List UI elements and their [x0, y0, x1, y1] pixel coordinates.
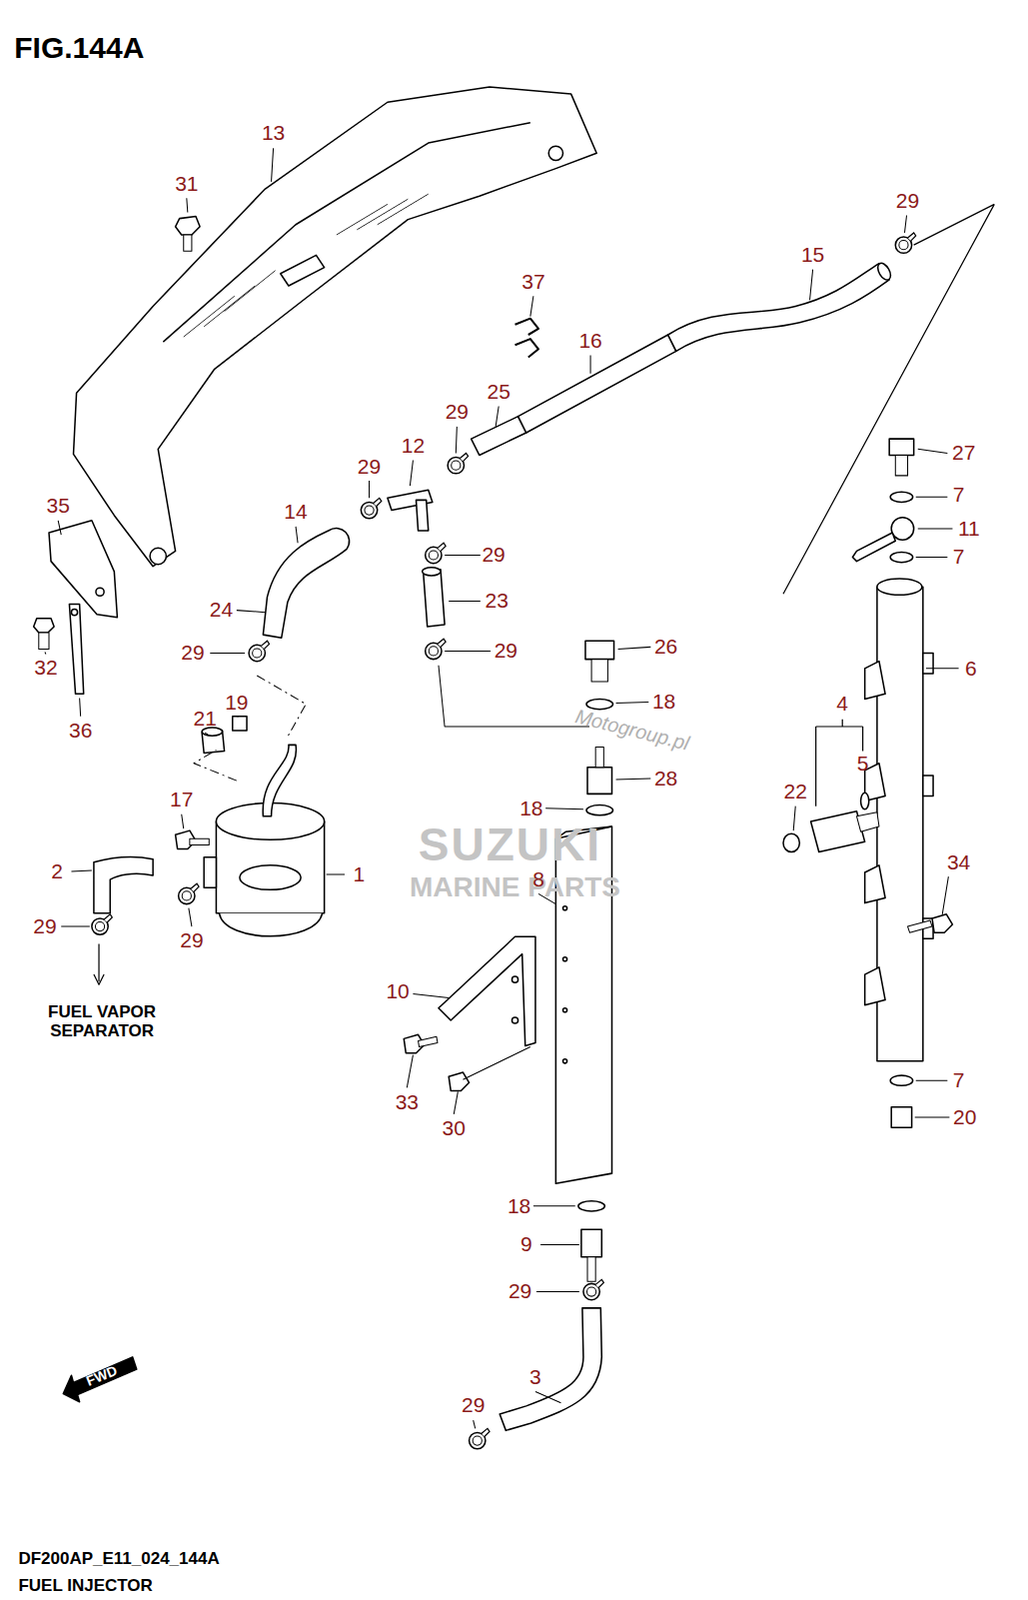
- callout-number: 7: [953, 545, 966, 569]
- callout-number: 18: [652, 690, 676, 714]
- callout-number: 3: [529, 1365, 542, 1389]
- callout-number: 30: [442, 1115, 466, 1139]
- callout-number: 21: [193, 706, 217, 730]
- callout-number: 29: [180, 641, 204, 665]
- callout-number: 31: [174, 171, 198, 195]
- callout-number: 22: [784, 780, 808, 804]
- watermark: SUZUKI: [418, 819, 602, 871]
- callout-number: 11: [958, 516, 981, 540]
- callout-number: 26: [654, 635, 678, 659]
- callout-number: 28: [654, 766, 678, 790]
- callout-number: 1: [352, 862, 365, 886]
- callout-number: 6: [965, 656, 978, 680]
- callout-number: 16: [578, 328, 602, 352]
- arrow-label: FWD: [83, 1362, 119, 1389]
- callout-number: 19: [224, 691, 248, 715]
- callout-number: 7: [953, 483, 966, 507]
- callout-number: 10: [385, 980, 409, 1004]
- callout-number: 34: [947, 850, 971, 874]
- callout-number: 15: [801, 243, 825, 267]
- caption-line: DF200AP_E11_024_144A: [17, 1548, 219, 1568]
- callout-number: 29: [481, 543, 505, 567]
- callout-number: 29: [357, 454, 381, 478]
- callout-number: 25: [487, 379, 511, 403]
- callout-number: 24: [209, 598, 233, 622]
- callout-number: 35: [46, 494, 70, 518]
- callout-number: 13: [261, 120, 285, 144]
- callout-number: 4: [836, 692, 849, 716]
- callout-number: 17: [169, 788, 193, 812]
- callout-number: 29: [461, 1392, 485, 1416]
- callout-number: 29: [445, 400, 469, 424]
- callout-number: 23: [484, 589, 508, 613]
- figure-title: FIG.144A: [13, 29, 144, 63]
- callout-number: 29: [32, 914, 56, 938]
- callout-number: 2: [50, 859, 63, 883]
- callout-number: 29: [494, 639, 518, 663]
- callout-number: 36: [68, 718, 92, 742]
- callout-number: 29: [896, 189, 920, 213]
- callout-number: 14: [283, 500, 307, 524]
- callout-number: 32: [33, 655, 57, 679]
- caption-line: FUEL INJECTOR: [17, 1576, 152, 1596]
- callout-number: 29: [179, 929, 203, 953]
- callout-number: 33: [395, 1089, 419, 1113]
- callout-number: 27: [952, 441, 976, 465]
- note: FUEL VAPOR SEPARATOR: [31, 1003, 172, 1040]
- watermark: MARINE PARTS: [409, 872, 621, 904]
- callout-number: 18: [507, 1193, 531, 1217]
- callout-number: 9: [520, 1232, 533, 1256]
- callout-number: 5: [857, 751, 870, 775]
- callout-number: 12: [401, 434, 425, 458]
- callout-number: 8: [532, 867, 545, 891]
- callout-number: 29: [508, 1279, 532, 1303]
- callout-number: 18: [519, 796, 543, 820]
- callout-number: 7: [953, 1068, 966, 1092]
- callout-number: 37: [521, 269, 545, 293]
- callout-number: 20: [953, 1104, 977, 1128]
